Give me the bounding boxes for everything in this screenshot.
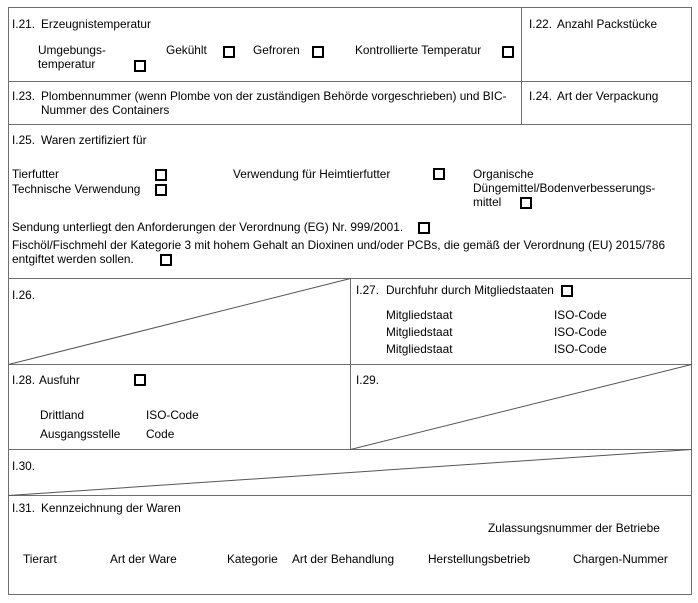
- iso-code-label-3: ISO-Code: [554, 342, 607, 356]
- grid-line: [521, 7, 522, 125]
- ambient-temperature-checkbox[interactable]: [134, 60, 146, 72]
- statement-999-checkbox[interactable]: [418, 222, 430, 234]
- section-i25-title: Waren zertifiziert für: [41, 133, 147, 147]
- section-i27-title: Durchfuhr durch Mitgliedstaaten: [386, 283, 554, 297]
- frozen-checkbox[interactable]: [312, 46, 324, 58]
- third-country-iso-label: ISO-Code: [146, 408, 199, 422]
- option-technical-label: Technische Verwendung: [12, 182, 141, 196]
- export-checkbox[interactable]: [134, 374, 146, 386]
- transit-checkbox[interactable]: [561, 285, 573, 297]
- section-i22-title: Anzahl Packstücke: [557, 17, 658, 31]
- column-label-nature: Art der Ware: [110, 552, 177, 566]
- organic-fertiliser-checkbox[interactable]: [520, 197, 532, 209]
- member-state-label-2: Mitgliedstaat: [386, 325, 453, 339]
- diagonal-line-i30: [8, 449, 692, 496]
- third-country-label: Drittland: [40, 408, 85, 422]
- feed-checkbox[interactable]: [155, 169, 167, 181]
- statement-fish-label-line2: entgiftet werden sollen.: [12, 252, 134, 266]
- section-i21-number: I.21.: [12, 17, 36, 31]
- grid-line: [8, 7, 9, 595]
- grid-line: [8, 81, 692, 82]
- member-state-label-1: Mitgliedstaat: [386, 308, 453, 322]
- iso-code-label-2: ISO-Code: [554, 325, 607, 339]
- approval-number-label: Zulassungsnummer der Betriebe: [488, 521, 660, 535]
- section-i29-number: I.29.: [356, 373, 380, 387]
- section-i27-number: I.27.: [356, 283, 380, 297]
- grid-line: [691, 7, 692, 595]
- section-i22-number: I.22.: [529, 17, 553, 31]
- column-label-category: Kategorie: [227, 552, 278, 566]
- option-organic-label-line3: mittel: [473, 195, 502, 209]
- section-i25-number: I.25.: [12, 133, 36, 147]
- option-frozen-label: Gefroren: [253, 43, 300, 57]
- section-i24-number: I.24.: [529, 89, 553, 103]
- diagonal-line-i26: [8, 278, 351, 365]
- grid-line: [8, 124, 692, 125]
- section-i28-title: Ausfuhr: [39, 373, 80, 387]
- option-organic-label-line2: Düngemittel/Bodenverbesserungs-: [473, 181, 656, 195]
- exit-point-code-label: Code: [146, 427, 175, 441]
- diagonal-line-i29: [350, 364, 692, 450]
- option-ambient-label-line1: Umgebungs-: [38, 43, 106, 57]
- statement-fish-label-line1: Fischöl/Fischmehl der Kategorie 3 mit ho…: [12, 238, 666, 252]
- exit-point-label: Ausgangsstelle: [40, 427, 121, 441]
- option-controlled-label: Kontrollierte Temperatur: [355, 43, 482, 57]
- section-i23-title-line2: Nummer des Containers: [41, 103, 170, 117]
- section-i23-number: I.23.: [12, 89, 36, 103]
- option-organic-label-line1: Organische: [473, 167, 534, 181]
- member-state-label-3: Mitgliedstaat: [386, 342, 453, 356]
- statement-999-label: Sendung unterliegt den Anforderungen der…: [12, 220, 404, 234]
- section-i21-title: Erzeugnistemperatur: [41, 17, 151, 31]
- statement-fish-checkbox[interactable]: [160, 254, 172, 266]
- column-label-batch: Chargen-Nummer: [573, 552, 668, 566]
- grid-line: [8, 7, 692, 8]
- option-feed-label: Tierfutter: [12, 167, 59, 181]
- technical-use-checkbox[interactable]: [155, 184, 167, 196]
- section-i30-number: I.30.: [12, 459, 36, 473]
- section-i24-title: Art der Verpackung: [557, 89, 659, 103]
- section-i23-title-line1: Plombennummer (wenn Plombe von der zustä…: [41, 89, 507, 103]
- grid-line: [8, 594, 692, 595]
- option-petfood-label: Verwendung für Heimtierfutter: [233, 167, 391, 181]
- section-i31-number: I.31.: [12, 501, 36, 515]
- option-ambient-label-line2: temperatur: [38, 57, 96, 71]
- option-chilled-label: Gekühlt: [166, 43, 207, 57]
- grid-line: [350, 278, 351, 450]
- controlled-temperature-checkbox[interactable]: [502, 46, 514, 58]
- column-label-plant: Herstellungsbetrieb: [428, 552, 531, 566]
- section-i31-title: Kennzeichnung der Waren: [41, 501, 181, 515]
- chilled-checkbox[interactable]: [223, 46, 235, 58]
- column-label-treatment: Art der Behandlung: [292, 552, 395, 566]
- section-i28-number: I.28.: [12, 373, 36, 387]
- iso-code-label-1: ISO-Code: [554, 308, 607, 322]
- column-label-species: Tierart: [23, 552, 57, 566]
- section-i26-number: I.26.: [12, 288, 36, 302]
- petfood-checkbox[interactable]: [433, 168, 445, 180]
- grid-line: [8, 495, 692, 496]
